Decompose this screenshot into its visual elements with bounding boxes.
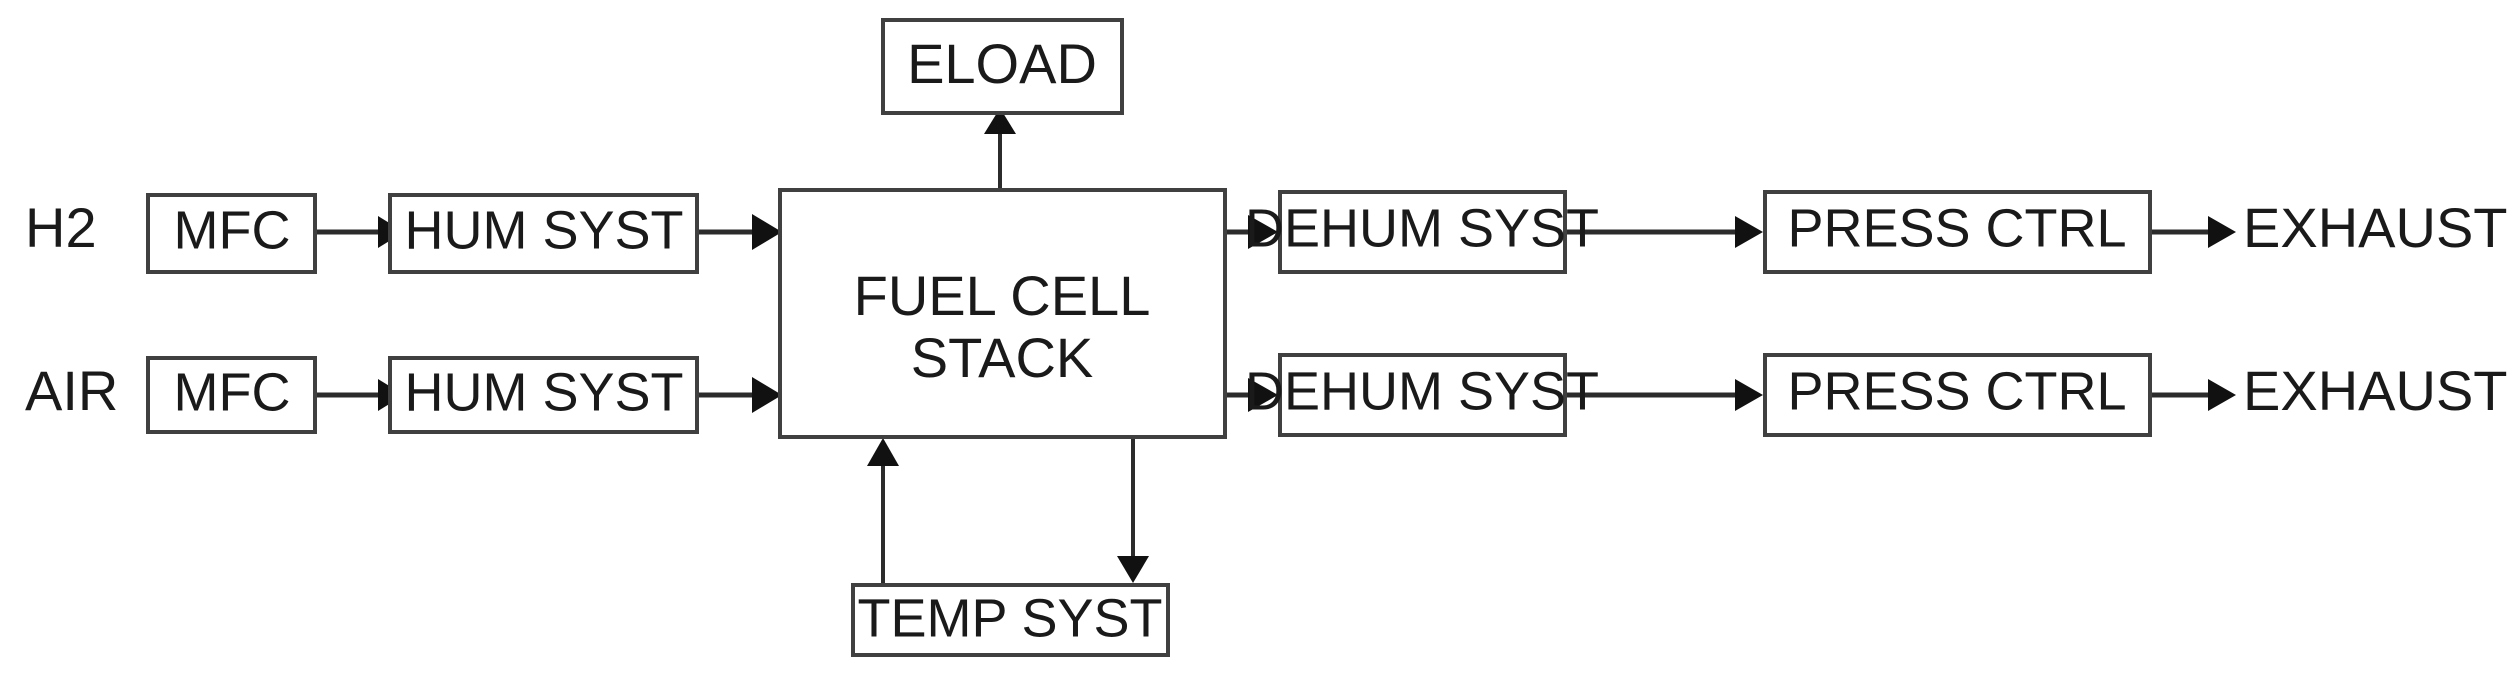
connector-dehum-syst-h2-to-press-ctrl-h2 (1565, 216, 1763, 248)
node-mfc-h2[interactable]: MFC (146, 193, 317, 274)
node-mfc-air[interactable]: MFC (146, 356, 317, 434)
connector-stack-to-temp-syst (1117, 437, 1149, 583)
connector-stack-to-dehum-syst-air (1225, 378, 1278, 412)
inlet-label-air: AIR (25, 359, 118, 422)
node-temp-syst-label: TEMP SYST (857, 588, 1162, 648)
outlet-label-exhaust-top: EXHAUST (2243, 196, 2508, 259)
node-press-ctrl-h2[interactable]: PRESS CTRL (1763, 190, 2152, 274)
connector-temp-syst-to-stack (867, 438, 899, 585)
connector-hum-syst-h2-to-stack (697, 214, 782, 250)
node-press-ctrl-air-label: PRESS CTRL (1787, 361, 2126, 421)
inlet-label-h2: H2 (25, 196, 97, 259)
connector-layer (315, 108, 2236, 585)
node-fuel-cell-stack-label-line1: FUEL CELL (854, 264, 1151, 327)
node-dehum-syst-air-label: DEHUM SYST (1245, 361, 1599, 421)
connector-stack-to-eload (984, 108, 1016, 190)
connector-stack-to-dehum-syst-h2 (1225, 215, 1278, 249)
node-press-ctrl-air[interactable]: PRESS CTRL (1763, 353, 2152, 437)
node-press-ctrl-h2-label: PRESS CTRL (1787, 198, 2126, 258)
node-dehum-syst-air[interactable]: DEHUM SYST (1245, 353, 1599, 437)
node-mfc-h2-label: MFC (174, 200, 291, 260)
node-dehum-syst-h2[interactable]: DEHUM SYST (1245, 190, 1599, 274)
node-hum-syst-h2[interactable]: HUM SYST (388, 193, 699, 274)
connector-dehum-syst-air-to-press-ctrl-air (1565, 379, 1763, 411)
node-mfc-air-label: MFC (174, 362, 291, 422)
node-hum-syst-air[interactable]: HUM SYST (388, 356, 699, 434)
node-dehum-syst-h2-label: DEHUM SYST (1245, 198, 1599, 258)
node-fuel-cell-stack-label-line2: STACK (911, 326, 1094, 389)
node-hum-syst-h2-label: HUM SYST (404, 200, 683, 260)
outlet-label-exhaust-bottom: EXHAUST (2243, 359, 2508, 422)
connector-hum-syst-air-to-stack (697, 377, 782, 413)
node-eload-label: ELOAD (907, 32, 1097, 95)
connector-press-ctrl-air-to-exhaust-bottom (2150, 379, 2236, 411)
node-eload[interactable]: ELOAD (881, 18, 1124, 115)
node-hum-syst-air-label: HUM SYST (404, 362, 683, 422)
node-temp-syst[interactable]: TEMP SYST (851, 583, 1170, 657)
connector-press-ctrl-h2-to-exhaust-top (2150, 216, 2236, 248)
node-fuel-cell-stack[interactable]: FUEL CELL STACK (778, 188, 1227, 439)
